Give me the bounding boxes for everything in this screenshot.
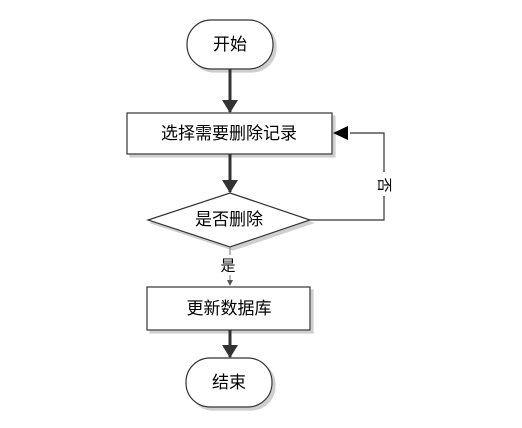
- start-label: 开始: [213, 35, 247, 55]
- end-node: 结束: [185, 357, 273, 408]
- arrowhead-select-to-decision: [222, 180, 238, 193]
- select-records-node: 选择需要删除记录: [126, 112, 333, 155]
- decision-label: 是否删除: [195, 210, 263, 230]
- update-database-label: 更新数据库: [187, 299, 272, 319]
- yes-branch-label: 是: [220, 257, 235, 275]
- no-branch-arrowhead: [333, 126, 348, 140]
- update-database-node: 更新数据库: [146, 286, 311, 331]
- end-label: 结束: [212, 373, 246, 393]
- arrowhead-update-to-end: [222, 345, 238, 358]
- decision-node: 是否删除: [146, 192, 312, 248]
- no-branch-label: 否: [376, 177, 394, 192]
- select-records-label: 选择需要删除记录: [161, 124, 297, 144]
- start-node: 开始: [186, 19, 274, 70]
- yes-branch-arrowhead: [227, 280, 233, 286]
- arrowhead-start-to-select: [222, 100, 238, 113]
